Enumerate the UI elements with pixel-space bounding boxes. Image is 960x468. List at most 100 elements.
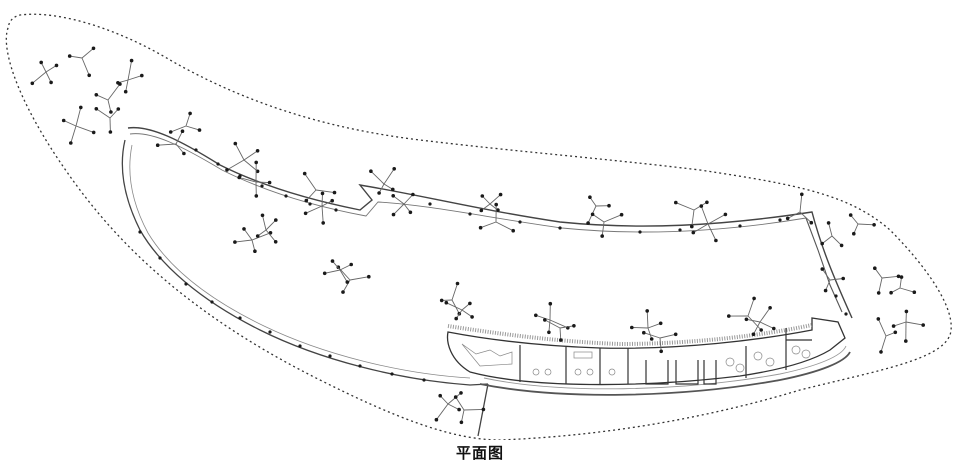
tree-node-dot bbox=[453, 395, 458, 399]
tree-branch bbox=[495, 221, 514, 232]
tree-branch bbox=[446, 302, 463, 311]
tree-node-dot bbox=[896, 274, 901, 279]
tree-node-dot bbox=[820, 241, 824, 246]
tree-branch bbox=[878, 277, 883, 293]
tree-symbol bbox=[434, 391, 463, 422]
tree-symbol bbox=[369, 167, 397, 195]
tree-node-dot bbox=[548, 301, 553, 306]
tree-branch bbox=[549, 319, 568, 329]
tree-branch bbox=[631, 327, 649, 329]
tree-branch bbox=[157, 143, 177, 146]
tree-symbol bbox=[785, 192, 814, 225]
tree-branch bbox=[332, 260, 341, 271]
tree-branch bbox=[759, 321, 774, 329]
tree-branch bbox=[447, 392, 462, 405]
tree-node-dot bbox=[809, 220, 814, 225]
core-block-top-strip bbox=[447, 323, 813, 347]
tree-node-dot bbox=[480, 194, 485, 198]
tree-branch bbox=[107, 83, 121, 101]
tree-node-dot bbox=[49, 80, 53, 85]
tree-branch bbox=[81, 47, 94, 59]
tree-node-dot bbox=[242, 227, 246, 231]
tree-node-dot bbox=[391, 194, 396, 198]
tree-symbol bbox=[155, 129, 186, 156]
building-west-wall bbox=[121, 139, 489, 386]
tree-node-dot bbox=[649, 337, 654, 341]
tree-node-dot bbox=[392, 167, 397, 171]
tree-branch bbox=[175, 130, 183, 145]
tree-node-dot bbox=[642, 330, 646, 335]
column-marker bbox=[158, 256, 162, 260]
column-marker bbox=[138, 230, 142, 234]
tree-branch bbox=[125, 79, 129, 92]
tree-node-dot bbox=[255, 234, 260, 238]
tree-node-dot bbox=[572, 324, 576, 328]
tree-branch bbox=[262, 215, 267, 231]
tree-branch bbox=[321, 205, 324, 223]
tree-node-dot bbox=[369, 169, 373, 173]
tree-branch bbox=[899, 277, 902, 289]
tree-node-dot bbox=[320, 191, 325, 196]
tree-node-dot bbox=[848, 213, 853, 217]
tree-branch bbox=[304, 173, 317, 191]
tree-branch bbox=[226, 159, 245, 171]
tree-branch bbox=[107, 99, 112, 113]
tree-node-dot bbox=[330, 198, 335, 203]
column-marker bbox=[210, 300, 214, 304]
tree-node-dot bbox=[155, 143, 160, 147]
tree-branch bbox=[759, 307, 771, 323]
tree-branch bbox=[239, 177, 257, 183]
tree-branch bbox=[439, 395, 449, 405]
tree-symbol bbox=[94, 82, 122, 114]
tree-symbol bbox=[630, 309, 663, 341]
tree-node-dot bbox=[607, 203, 611, 208]
tree-node-dot bbox=[168, 130, 173, 134]
tree-branch bbox=[70, 125, 77, 144]
tree-symbol bbox=[820, 267, 845, 293]
tree-node-dot bbox=[444, 300, 449, 305]
tree-branch bbox=[63, 120, 77, 127]
tree-branch bbox=[799, 211, 812, 224]
tree-branch bbox=[821, 235, 833, 244]
interior-partitions bbox=[519, 328, 812, 385]
tree-node-dot bbox=[899, 275, 904, 279]
core-block-outline bbox=[446, 317, 846, 386]
tree-symbol bbox=[891, 309, 925, 343]
column-marker bbox=[390, 372, 394, 376]
tree-node-dot bbox=[408, 210, 413, 215]
tree-symbol bbox=[586, 195, 611, 225]
tree-symbol bbox=[642, 330, 678, 354]
tree-node-dot bbox=[69, 141, 73, 145]
tree-branch bbox=[481, 203, 491, 211]
tree-node-dot bbox=[255, 169, 260, 174]
tree-branch bbox=[251, 232, 271, 241]
tree-node-dot bbox=[438, 393, 443, 398]
tree-node-dot bbox=[494, 202, 499, 207]
tree-node-dot bbox=[197, 128, 202, 132]
tree-branch bbox=[559, 325, 574, 329]
tree-branch bbox=[243, 150, 258, 161]
tree-node-dot bbox=[534, 313, 538, 318]
tree-node-dot bbox=[768, 306, 772, 310]
tree-node-dot bbox=[330, 259, 335, 263]
tree-branch bbox=[32, 71, 47, 84]
tree-branch bbox=[392, 195, 405, 205]
tree-branch bbox=[753, 321, 761, 335]
tree-node-dot bbox=[658, 321, 663, 326]
tree-symbol bbox=[322, 259, 354, 284]
column-marker bbox=[284, 194, 288, 198]
building-outer-wall-inner bbox=[129, 133, 807, 233]
tree-node-dot bbox=[255, 149, 260, 153]
tree-node-dot bbox=[455, 281, 460, 286]
tree-symbol bbox=[302, 171, 337, 203]
tree-symbol bbox=[233, 227, 273, 253]
tree-node-dot bbox=[744, 317, 749, 322]
tree-branch bbox=[544, 319, 561, 329]
tree-node-dot bbox=[454, 316, 459, 321]
tree-node-dot bbox=[800, 192, 804, 197]
tree-branch bbox=[829, 278, 844, 281]
tree-branch bbox=[185, 125, 200, 131]
tree-branch bbox=[451, 283, 458, 301]
tree-symbol bbox=[255, 213, 278, 244]
tree-branch bbox=[185, 113, 191, 127]
